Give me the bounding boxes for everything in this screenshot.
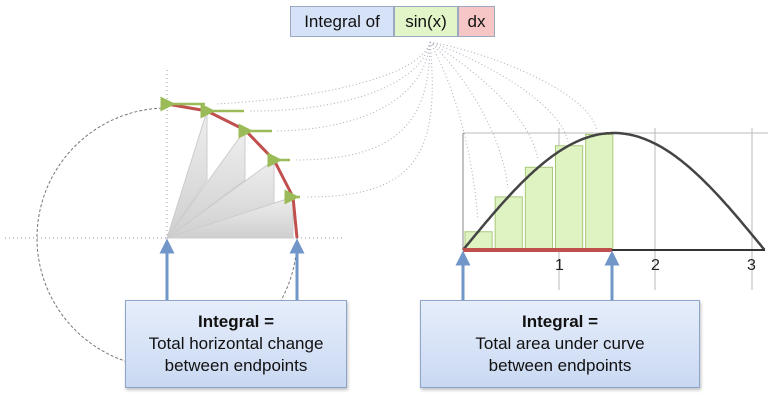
triangle-wedges	[166, 110, 294, 239]
riemann-bar	[494, 196, 523, 251]
header-dx: dx	[458, 6, 495, 37]
box-line: between endpoints	[164, 356, 308, 375]
connector-lines	[214, 41, 598, 221]
header-sin-x: sin(x)	[394, 6, 458, 37]
riemann-bar	[554, 145, 584, 251]
box-title: Integral =	[521, 312, 599, 331]
box-title: Integral =	[197, 312, 275, 331]
sine-curve	[462, 131, 766, 251]
box-line: Total horizontal change	[148, 334, 324, 353]
green-arrows	[160, 96, 300, 205]
riemann-bar	[524, 166, 553, 251]
tick-label: 3	[747, 257, 756, 274]
riemann-bar	[585, 133, 614, 251]
tick-label: 1	[555, 257, 564, 274]
header-integral-of: Integral of	[290, 6, 394, 37]
tick-label: 2	[651, 257, 660, 274]
blue-arrows	[159, 238, 620, 300]
left-explanation-box: Integral = Total horizontal change betwe…	[125, 300, 347, 388]
right-explanation-box: Integral = Total area under curve betwee…	[420, 300, 700, 388]
box-line: between endpoints	[488, 356, 632, 375]
box-line: Total area under curve	[475, 334, 645, 353]
riemann-bars	[464, 133, 614, 251]
